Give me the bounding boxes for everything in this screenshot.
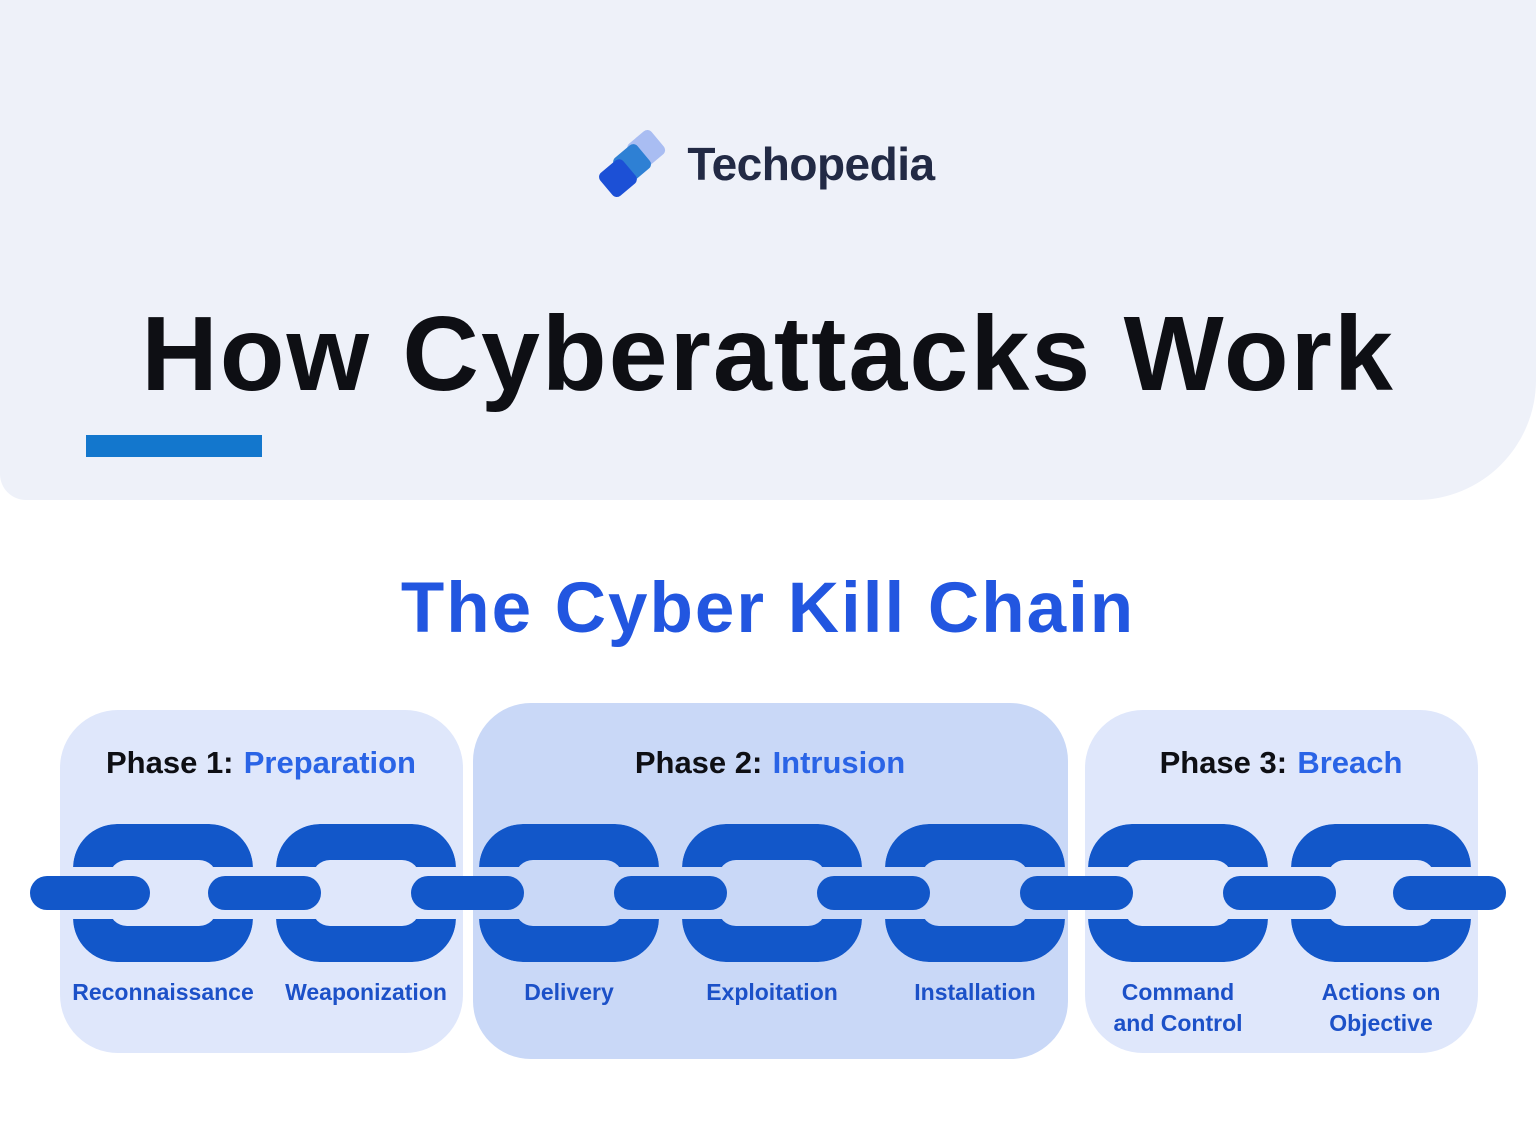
phase-2-prefix: Phase 2:: [634, 745, 763, 780]
step-label-reconnaissance: Reconnaissance: [72, 977, 254, 1008]
step-label-installation: Installation: [914, 977, 1035, 1008]
phase-3-name: Breach: [1297, 745, 1403, 780]
hero-section: Techopedia How Cyberattacks Work: [0, 0, 1536, 500]
step-line: Weaponization: [285, 979, 447, 1005]
step-line: and Control: [1113, 1010, 1243, 1036]
section-title: The Cyber Kill Chain: [400, 569, 1136, 648]
chain-graphic: [30, 824, 1506, 962]
step-line: Delivery: [524, 979, 614, 1005]
phase-2-heading: Phase 2: Intrusion: [635, 745, 905, 781]
step-label-delivery: Delivery: [524, 977, 614, 1008]
phase-1-prefix: Phase 1:: [105, 745, 234, 780]
step-line: Command: [1121, 979, 1235, 1005]
phase-3-prefix: Phase 3:: [1159, 745, 1288, 780]
step-line: Exploitation: [706, 979, 838, 1005]
step-label-exploitation: Exploitation: [706, 977, 838, 1008]
step-label-weaponization: Weaponization: [285, 977, 447, 1008]
title-underline-bar: [86, 435, 262, 457]
phase-1-name: Preparation: [243, 745, 417, 780]
phase-1-heading: Phase 1: Preparation: [106, 745, 416, 781]
brand-name: Techopedia: [687, 138, 935, 190]
step-line: Objective: [1329, 1010, 1433, 1036]
phase-2-name: Intrusion: [772, 745, 906, 780]
step-line: Actions on: [1321, 979, 1441, 1005]
step-label-command-and-control: Command and Control: [1113, 977, 1242, 1039]
step-line: Reconnaissance: [72, 979, 254, 1005]
step-label-actions-on-objective: Actions on Objective: [1322, 977, 1441, 1039]
phase-3-heading: Phase 3: Breach: [1160, 745, 1403, 781]
techopedia-logo-icon: [599, 130, 666, 198]
step-line: Installation: [914, 979, 1036, 1005]
page-title: How Cyberattacks Work: [141, 295, 1395, 413]
brand-logo: Techopedia: [0, 128, 1536, 200]
